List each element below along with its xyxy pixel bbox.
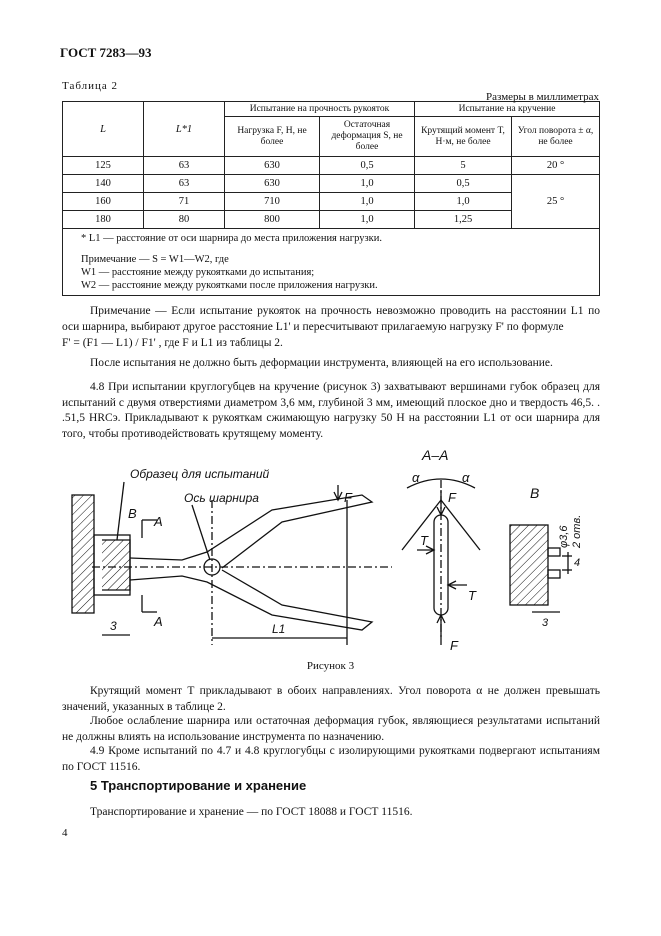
cell: 1,0 xyxy=(319,192,415,211)
label-4: 4 xyxy=(574,557,580,569)
label-b-view: B xyxy=(530,485,539,501)
cell: 63 xyxy=(143,156,225,175)
cell: 20 ° xyxy=(511,156,600,175)
cell: 125 xyxy=(62,156,144,175)
col-header-L: L xyxy=(62,101,144,157)
cell: 180 xyxy=(62,210,144,229)
label-sample: Образец для испытаний xyxy=(130,467,270,481)
table-label: Таблица 2 xyxy=(62,80,119,92)
table-footnote: * L1 — расстояние от оси шарнира до мест… xyxy=(62,228,600,296)
label-axis: Ось шарнира xyxy=(184,491,259,505)
table-row: 140 63 630 1,0 0,5 25 ° xyxy=(62,174,600,229)
footnote-line: * L1 — расстояние от оси шарнира до мест… xyxy=(81,233,382,244)
label-alpha-right: α xyxy=(462,470,470,485)
cell: 1,0 xyxy=(319,174,415,193)
paragraph-4-9: 4.9 Кроме испытаний по 4.7 и 4.8 круглог… xyxy=(62,745,600,773)
paragraph-formula: F' = (F1 — L1) / F1' , где F и L1 из таб… xyxy=(62,337,283,349)
cell: 160 xyxy=(62,192,144,211)
figure-caption: Рисунок 3 xyxy=(306,660,355,672)
section-b-block xyxy=(509,524,549,606)
note-line: W1 — расстояние между рукоятками до испы… xyxy=(81,267,315,278)
note-line: W2 — расстояние между рукоятками после п… xyxy=(81,280,378,291)
col-header-torque: Крутящий момент T, Н·м, не более xyxy=(414,116,512,157)
label-f-bottom: F xyxy=(450,638,459,653)
cell: 0,5 xyxy=(319,156,415,175)
label-3-left: 3 xyxy=(110,619,117,633)
paragraph-note: Примечание — Если испытание рукояток на … xyxy=(62,305,600,333)
group-strength: Испытание на прочность рукояток xyxy=(224,101,415,117)
cell: 1,25 xyxy=(414,210,512,229)
label-t-left: T xyxy=(420,533,429,548)
cell: 63 xyxy=(143,174,225,193)
table-row: 125 63 630 0,5 5 20 ° xyxy=(62,156,600,175)
label-hole: φ3,6 xyxy=(558,525,570,548)
fixture-block xyxy=(71,494,95,614)
figure-3-drawing: Образец для испытаний Ось шарнира B A A … xyxy=(71,447,583,653)
note-line: Примечание — S = W1—W2, где xyxy=(81,254,229,265)
cell: 5 xyxy=(414,156,512,175)
label-a-bottom: A xyxy=(153,614,163,629)
cell: 1,0 xyxy=(319,210,415,229)
cell: 1,0 xyxy=(414,192,512,211)
label-aa: A–A xyxy=(421,447,448,463)
cell: 71 xyxy=(143,192,225,211)
cell: 0,5 xyxy=(414,174,512,193)
cell: 630 xyxy=(224,174,320,193)
col-header-deform: Остаточная деформация S, не более xyxy=(319,116,415,157)
cell: 800 xyxy=(224,210,320,229)
label-holes2: 2 отв. xyxy=(571,515,583,549)
label-f: F xyxy=(344,490,353,505)
paragraph-4-8: 4.8 При испытании круглогубцев на кручен… xyxy=(62,381,600,440)
table-2: L L*1 Испытание на прочность рукояток Ис… xyxy=(62,101,600,296)
page-number: 4 xyxy=(62,827,68,839)
paragraph-weakening: Любое ослабление шарнира или остаточная … xyxy=(62,715,600,743)
label-t-right: T xyxy=(468,588,477,603)
cell: 80 xyxy=(143,210,225,229)
document-header: ГОСТ 7283—93 xyxy=(60,45,152,60)
paragraph-torque: Крутящий момент T прикладывают в обоих н… xyxy=(62,685,600,713)
cell: 140 xyxy=(62,174,144,193)
label-alpha-left: α xyxy=(412,470,420,485)
label-f-top: F xyxy=(448,490,457,505)
paragraph-deform: После испытания не должно быть деформаци… xyxy=(90,357,553,369)
group-torsion: Испытание на кручение xyxy=(414,101,600,117)
cell: 630 xyxy=(224,156,320,175)
table-row: 180 80 800 1,0 1,25 xyxy=(62,210,600,229)
section-title: 5 Транспортирование и хранение xyxy=(90,778,307,793)
cell: 710 xyxy=(224,192,320,211)
section-text: Транспортирование и хранение — по ГОСТ 1… xyxy=(90,806,413,818)
col-header-angle: Угол поворота ± α, не более xyxy=(511,116,600,157)
label-3-right: 3 xyxy=(542,617,549,629)
col-header-load: Нагрузка F, Н, не более xyxy=(224,116,320,157)
cell: 25 ° xyxy=(511,174,600,229)
label-b: B xyxy=(128,506,137,521)
table-units: Размеры в миллиметрах xyxy=(486,91,599,103)
col-header-L1: L*1 xyxy=(143,101,225,157)
label-a-top: A xyxy=(153,514,163,529)
label-l1: L1 xyxy=(272,622,285,636)
